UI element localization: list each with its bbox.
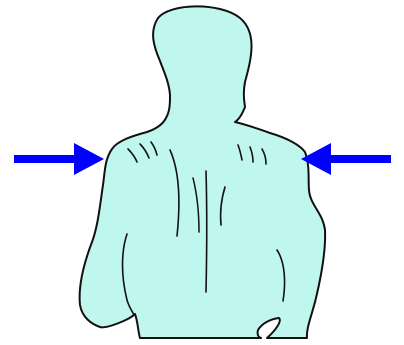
spine-line [206, 171, 207, 292]
